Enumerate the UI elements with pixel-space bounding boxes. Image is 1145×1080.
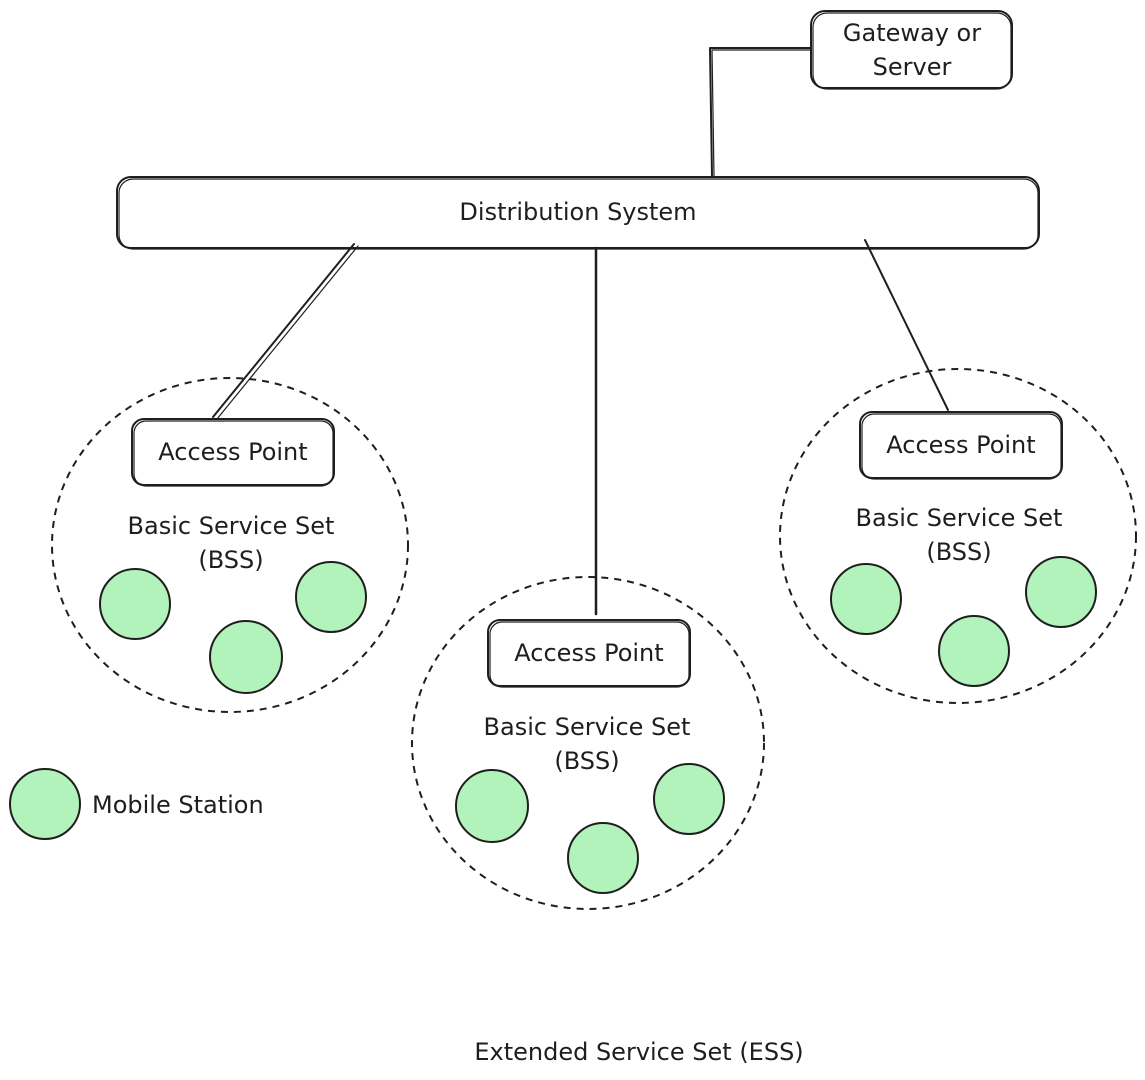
gateway-label-line2: Server [873, 53, 952, 81]
access-point-right: Access Point [859, 411, 1063, 480]
bss-left: Access Point Basic Service Set (BSS) [51, 377, 409, 713]
bss-label-line2: (BSS) [926, 538, 991, 566]
access-point-label: Access Point [514, 639, 663, 667]
bss-coverage-right [779, 368, 1137, 704]
access-point-label: Access Point [158, 438, 307, 466]
mobile-station [99, 568, 171, 640]
mobile-station [295, 561, 367, 633]
legend: Mobile Station [9, 768, 264, 840]
mobile-station [653, 763, 725, 835]
gateway-label-line1: Gateway or [843, 19, 981, 47]
ds-ap-connector-right [864, 239, 949, 411]
bss-label-line2: (BSS) [554, 747, 619, 775]
distribution-system-label: Distribution System [459, 198, 696, 226]
bss-coverage-center [411, 576, 765, 910]
legend-mobile-station-label: Mobile Station [92, 791, 264, 819]
bss-label-line2: (BSS) [198, 546, 263, 574]
access-point-left: Access Point [131, 418, 335, 487]
bss-label-line1: Basic Service Set [484, 713, 691, 741]
gateway-connector [709, 47, 812, 177]
bss-label-line1: Basic Service Set [856, 504, 1063, 532]
access-point-center: Access Point [487, 619, 691, 688]
legend-mobile-station-swatch [9, 768, 81, 840]
bss-coverage-left [51, 377, 409, 713]
mobile-station [567, 822, 639, 894]
mobile-station [209, 620, 283, 694]
access-point-label: Access Point [886, 431, 1035, 459]
ds-ap-connector-left [212, 243, 359, 420]
mobile-station [455, 769, 529, 843]
bss-label-line1: Basic Service Set [128, 512, 335, 540]
bss-right: Access Point Basic Service Set (BSS) [779, 368, 1137, 704]
ess-label: Extended Service Set (ESS) [474, 1038, 803, 1066]
bss-center: Access Point Basic Service Set (BSS) [411, 576, 765, 910]
gateway-node: Gateway or Server [810, 10, 1013, 90]
mobile-station [1025, 556, 1097, 628]
mobile-station [830, 563, 902, 635]
distribution-system: Distribution System [116, 176, 1040, 250]
mobile-station [938, 615, 1010, 687]
